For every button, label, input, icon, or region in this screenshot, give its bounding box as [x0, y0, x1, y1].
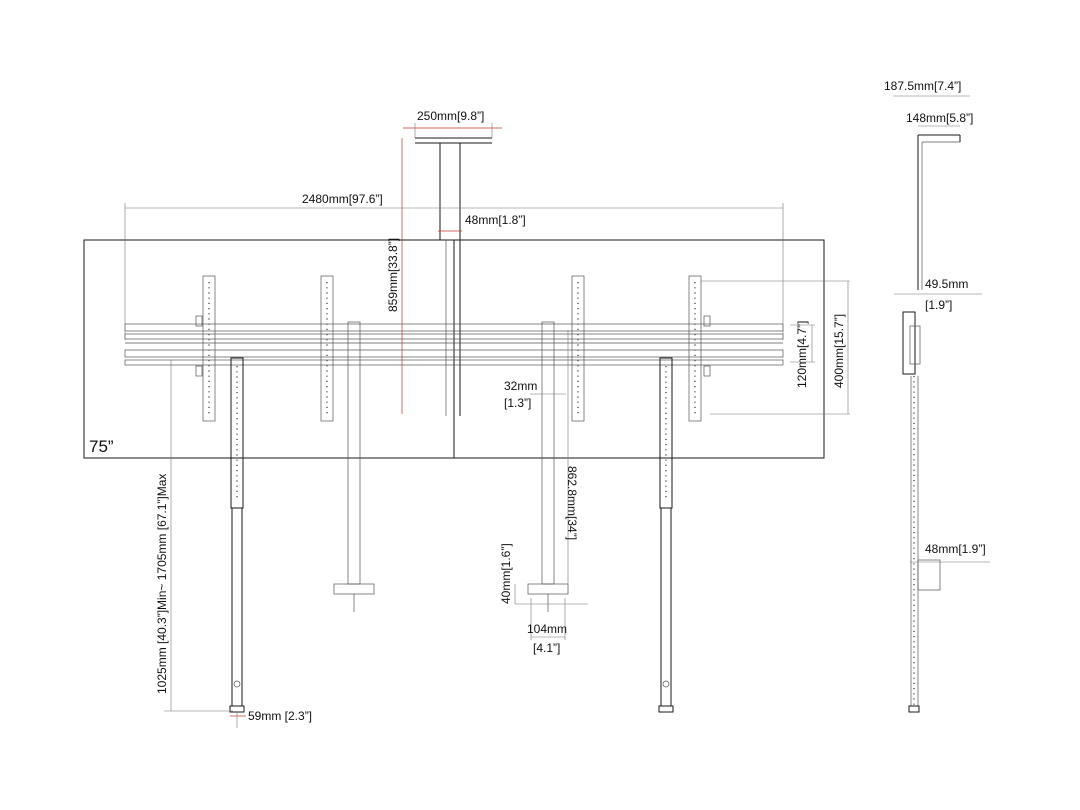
hanging-pole [333, 321, 375, 612]
side-offset-in-label: [1.9”] [925, 298, 952, 312]
hanging-pole [527, 321, 569, 612]
screen-size-label: 75” [89, 437, 114, 456]
vesa-bracket [571, 275, 585, 422]
ceiling-drop-label: 859mm[33.8”] [386, 238, 400, 312]
foot-width-label: 59mm [2.3”] [248, 709, 312, 723]
clamp-height-label: 40mm[1.6”] [499, 543, 513, 604]
center-gap-label: 48mm[1.8”] [465, 213, 526, 227]
plate-width-label: 250mm[9.8”] [417, 109, 484, 123]
floor-leg [229, 357, 245, 713]
vesa-height-label: 400mm[15.7”] [832, 314, 846, 388]
side-depth-inner-label: 148mm[5.8”] [906, 111, 973, 125]
side-leg-depth-label: 48mm[1.9”] [925, 542, 986, 556]
ceiling-column [415, 137, 492, 416]
side-view [902, 134, 961, 713]
floor-range-label: 1025mm [40.3”]Min~ 1705mm [67.1”]Max [155, 474, 169, 694]
screens-outline [83, 239, 825, 459]
total-width-label: 2480mm[97.6”] [302, 192, 383, 206]
side-offset-mm-label: 49.5mm [925, 277, 968, 291]
vesa-bracket [688, 275, 711, 422]
floor-leg [658, 357, 674, 713]
side-depth-total-label: 187.5mm[7.4”] [884, 79, 961, 93]
clamp-width-in-label: [4.1”] [533, 641, 560, 655]
pole-length-label: 862.8mm[34”] [565, 466, 579, 540]
dimension-lines [124, 95, 990, 728]
rail-spacing-label: 120mm[4.7”] [795, 321, 809, 388]
clamp-width-mm-label: 104mm [527, 622, 567, 636]
vesa-bracket [320, 275, 334, 422]
vesa-bracket [195, 275, 216, 422]
pole-width-in-label: [1.3”] [504, 396, 531, 410]
pole-width-mm-label: 32mm [504, 379, 537, 393]
